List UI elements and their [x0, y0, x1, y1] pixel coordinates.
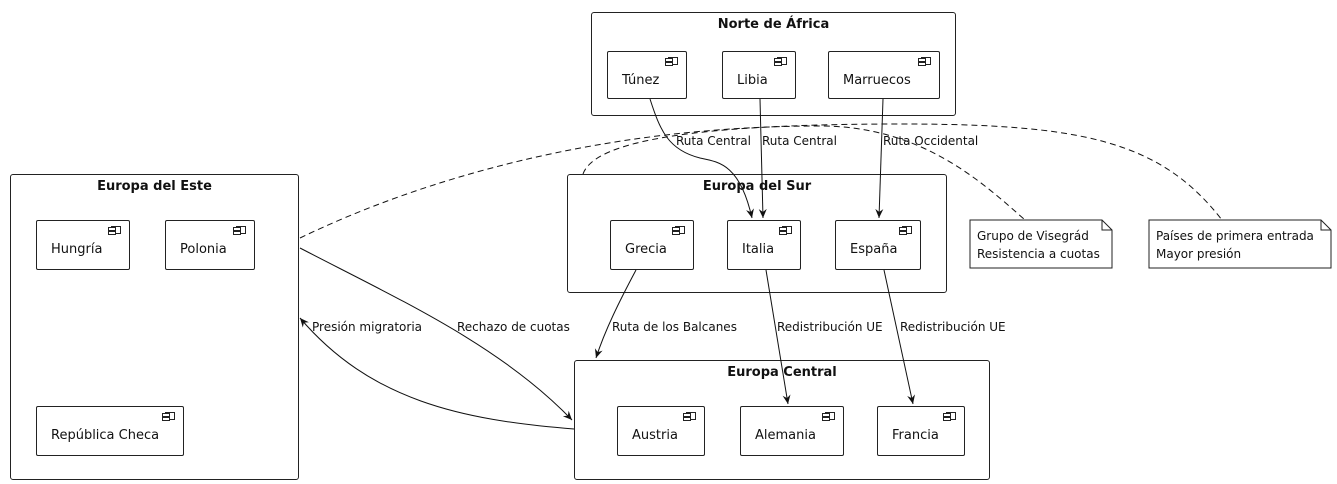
- note-primera-entrada-fold: [1320, 220, 1331, 231]
- component-label: Marruecos: [843, 73, 911, 88]
- package-title: Europa del Este: [97, 179, 212, 194]
- component-icon: [108, 226, 121, 235]
- note-primera-entrada-shape: [1148, 219, 1332, 269]
- note-visegrad: Grupo de Visegrád Resistencia a cuotas: [970, 220, 1112, 268]
- component-marruecos[interactable]: Marruecos: [828, 51, 940, 99]
- component-espana[interactable]: España: [835, 220, 921, 270]
- note-line: Resistencia a cuotas: [977, 247, 1100, 261]
- component-italia[interactable]: Italia: [727, 220, 801, 270]
- component-label: España: [850, 242, 898, 257]
- component-icon: [779, 226, 792, 235]
- edge-label-libia-italia: Ruta Central: [762, 134, 837, 148]
- note-visegrad-shape: [969, 219, 1113, 269]
- component-icon: [665, 57, 678, 66]
- component-icon: [774, 57, 787, 66]
- edge-central-este: [299, 317, 575, 430]
- note-line: Mayor presión: [1156, 247, 1242, 261]
- component-label: República Checa: [51, 428, 160, 443]
- component-icon: [162, 412, 175, 421]
- edge-tunez-italia: [649, 98, 754, 219]
- component-label: Alemania: [755, 428, 816, 443]
- component-libia[interactable]: Libia: [722, 51, 796, 99]
- edge-italia-alemania: [765, 269, 791, 405]
- component-icon: [233, 226, 246, 235]
- component-icon: [918, 57, 931, 66]
- component-austria[interactable]: Austria: [617, 406, 705, 456]
- component-label: Austria: [632, 428, 678, 443]
- component-label: Grecia: [625, 242, 667, 257]
- edge-label-este-central: Rechazo de cuotas: [457, 320, 570, 334]
- component-label: Túnez: [622, 73, 660, 88]
- edge-label-central-este: Presión migratoria: [312, 320, 423, 334]
- note-line: Grupo de Visegrád: [977, 229, 1089, 243]
- edge-label-grecia-central: Ruta de los Balcanes: [612, 320, 737, 334]
- component-icon: [683, 412, 696, 421]
- package-title: Europa del Sur: [702, 179, 812, 194]
- edge-marruecos-espana: [875, 98, 884, 219]
- component-icon: [822, 412, 835, 421]
- edge-este-central: [299, 247, 573, 421]
- edge-label-marruecos-espana: Ruta Occidental: [883, 134, 979, 148]
- component-icon: [943, 412, 956, 421]
- edge-libia-italia: [758, 98, 767, 219]
- component-polonia[interactable]: Polonia: [165, 220, 255, 270]
- note-visegrad-fold: [1101, 220, 1112, 231]
- component-hungria[interactable]: Hungría: [36, 220, 130, 270]
- edge-espana-francia: [883, 269, 916, 405]
- edge-grecia-central: [594, 269, 637, 359]
- component-label: Italia: [742, 242, 775, 257]
- note-link-primera-entrada: [582, 123, 1223, 221]
- component-republica-checa[interactable]: República Checa: [36, 406, 184, 456]
- component-label: Libia: [737, 73, 768, 88]
- edge-label-tunez-italia: Ruta Central: [676, 134, 751, 148]
- note-line: Países de primera entrada: [1156, 229, 1314, 243]
- component-grecia[interactable]: Grecia: [610, 220, 694, 270]
- note-primera-entrada: Países de primera entrada Mayor presión: [1149, 220, 1331, 268]
- component-francia[interactable]: Francia: [877, 406, 965, 456]
- component-label: Francia: [892, 428, 939, 443]
- edge-label-italia-alemania: Redistribución UE: [777, 320, 883, 334]
- package-title: Europa Central: [727, 365, 837, 380]
- component-label: Hungría: [51, 242, 103, 257]
- component-icon: [672, 226, 685, 235]
- component-label: Polonia: [180, 242, 227, 257]
- component-alemania[interactable]: Alemania: [740, 406, 844, 456]
- package-title: Norte de África: [717, 17, 830, 32]
- component-icon: [899, 226, 912, 235]
- component-tunez[interactable]: Túnez: [607, 51, 687, 99]
- edge-label-espana-francia: Redistribución UE: [900, 320, 1006, 334]
- note-link-visegrad: [299, 125, 1026, 239]
